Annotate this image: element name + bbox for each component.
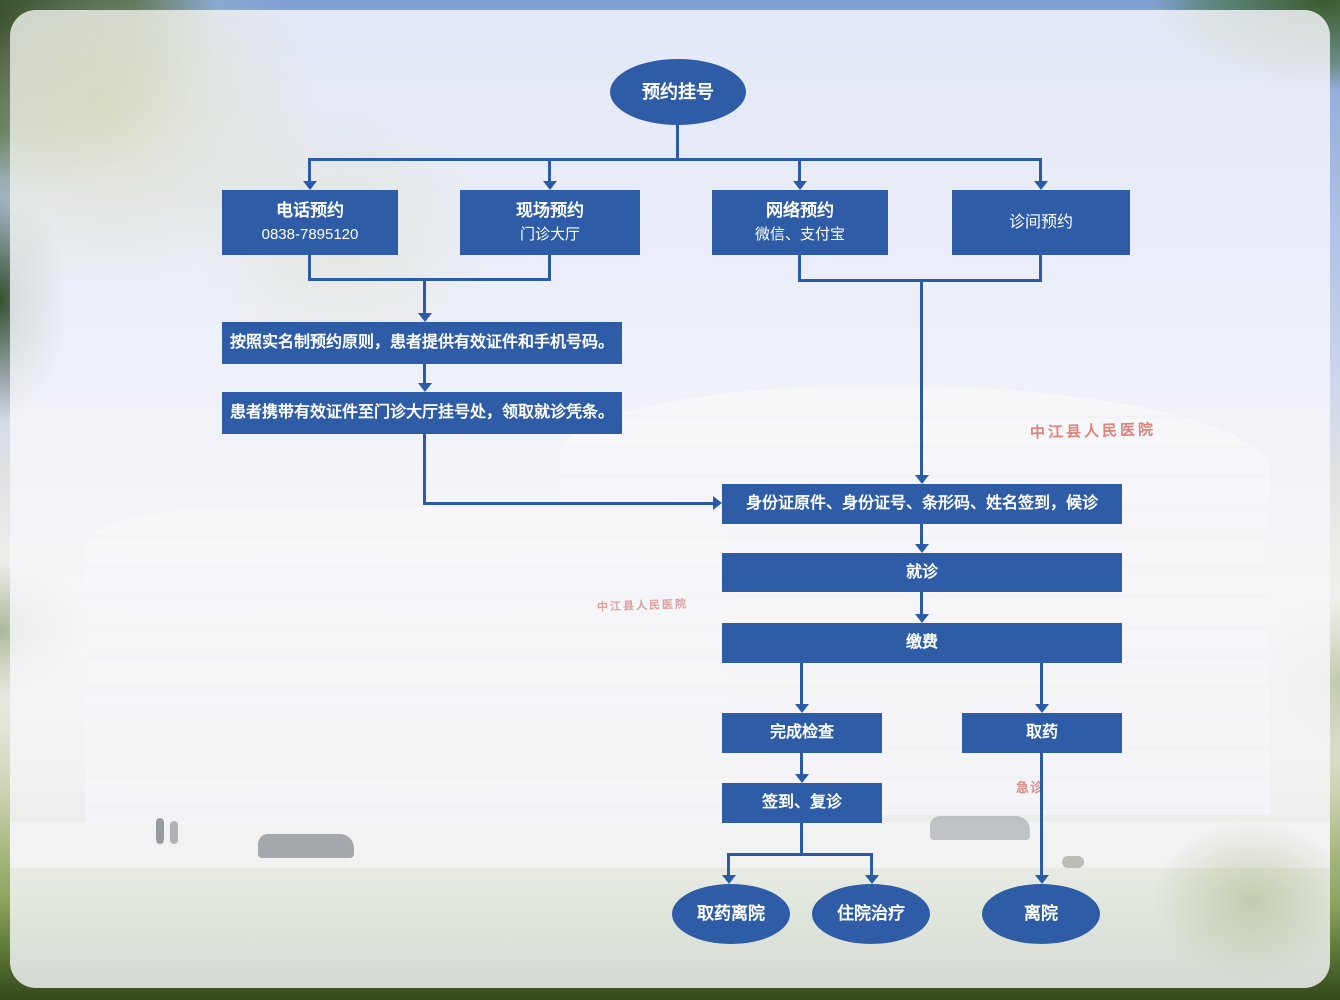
connector-to-online bbox=[798, 158, 801, 182]
connector-phone-down bbox=[308, 255, 311, 281]
connector-to-hospitalization bbox=[870, 853, 873, 876]
step-get-medicine: 取药 bbox=[962, 713, 1122, 753]
arrowhead bbox=[1035, 875, 1049, 884]
step-visit-doctor: 就诊 bbox=[722, 553, 1122, 592]
connector-start-down bbox=[676, 125, 679, 161]
branch-subtitle: 门诊大厅 bbox=[519, 225, 580, 243]
step-checkin: 身份证原件、身份证号、条形码、姓名签到，候诊 bbox=[722, 484, 1122, 524]
connector-to-leave-with-medicine bbox=[727, 853, 730, 876]
arrowhead bbox=[418, 383, 432, 392]
connector-note2-down bbox=[423, 434, 426, 505]
branch-title: 诊间预约 bbox=[1008, 213, 1073, 231]
connector-pay-medicine bbox=[1040, 663, 1043, 705]
branch-subtitle: 微信、支付宝 bbox=[754, 225, 845, 243]
connector-onsite-down bbox=[548, 255, 551, 281]
arrowhead bbox=[1035, 704, 1049, 713]
step-signin-followup: 签到、复诊 bbox=[722, 783, 882, 823]
connector-top-rail bbox=[308, 158, 1042, 161]
arrowhead bbox=[1034, 181, 1048, 190]
arrowhead bbox=[795, 774, 809, 783]
branch-title: 现场预约 bbox=[516, 201, 584, 221]
content-panel-overlay bbox=[10, 10, 1330, 988]
connector-split-rail bbox=[727, 853, 873, 856]
arrowhead bbox=[793, 181, 807, 190]
note-voucher-pickup: 患者携带有效证件至门诊大厅挂号处，领取就诊凭条。 bbox=[222, 392, 622, 434]
step-complete-exam: 完成检查 bbox=[722, 713, 882, 753]
branch-onsite-appointment: 现场预约 门诊大厅 bbox=[460, 190, 640, 255]
arrowhead bbox=[543, 181, 557, 190]
start-node-appointment: 预约挂号 bbox=[610, 59, 746, 125]
end-discharge: 离院 bbox=[982, 884, 1100, 944]
branch-clinic-appointment: 诊间预约 bbox=[952, 190, 1130, 255]
branch-online-appointment: 网络预约 微信、支付宝 bbox=[712, 190, 888, 255]
connector-medicine-discharge bbox=[1040, 753, 1043, 876]
arrowhead bbox=[418, 313, 432, 322]
connector-to-phone bbox=[308, 158, 311, 182]
connector-online-down bbox=[798, 255, 801, 282]
arrowhead bbox=[915, 614, 929, 623]
arrowhead bbox=[865, 875, 879, 884]
connector-to-clinic bbox=[1039, 158, 1042, 182]
end-hospitalization: 住院治疗 bbox=[812, 884, 930, 944]
connector-note1-note2 bbox=[423, 364, 426, 384]
connector-checkin-visit bbox=[920, 524, 923, 545]
arrowhead bbox=[915, 475, 929, 484]
end-leave-with-medicine: 取药离院 bbox=[672, 884, 790, 944]
connector-visit-pay bbox=[920, 592, 923, 615]
connector-left-merge bbox=[308, 278, 551, 281]
arrowhead bbox=[795, 704, 809, 713]
connector-to-onsite bbox=[548, 158, 551, 182]
connector-to-note1 bbox=[423, 278, 426, 314]
arrowhead bbox=[303, 181, 317, 190]
arrowhead bbox=[713, 496, 722, 510]
connector-elbow-right bbox=[423, 502, 714, 505]
branch-phone-appointment: 电话预约 0838-7895120 bbox=[222, 190, 398, 255]
note-realname-rule: 按照实名制预约原则，患者提供有效证件和手机号码。 bbox=[222, 322, 622, 364]
connector-exam-followup bbox=[800, 753, 803, 775]
step-payment: 缴费 bbox=[722, 623, 1122, 663]
arrowhead bbox=[722, 875, 736, 884]
connector-followup-down bbox=[800, 823, 803, 856]
branch-title: 电话预约 bbox=[276, 201, 344, 221]
branch-title: 网络预约 bbox=[766, 201, 834, 221]
connector-clinic-down bbox=[1039, 255, 1042, 282]
connector-to-checkin bbox=[920, 279, 923, 476]
arrowhead bbox=[915, 544, 929, 553]
connector-pay-exam bbox=[800, 663, 803, 705]
branch-subtitle: 0838-7895120 bbox=[261, 225, 359, 243]
